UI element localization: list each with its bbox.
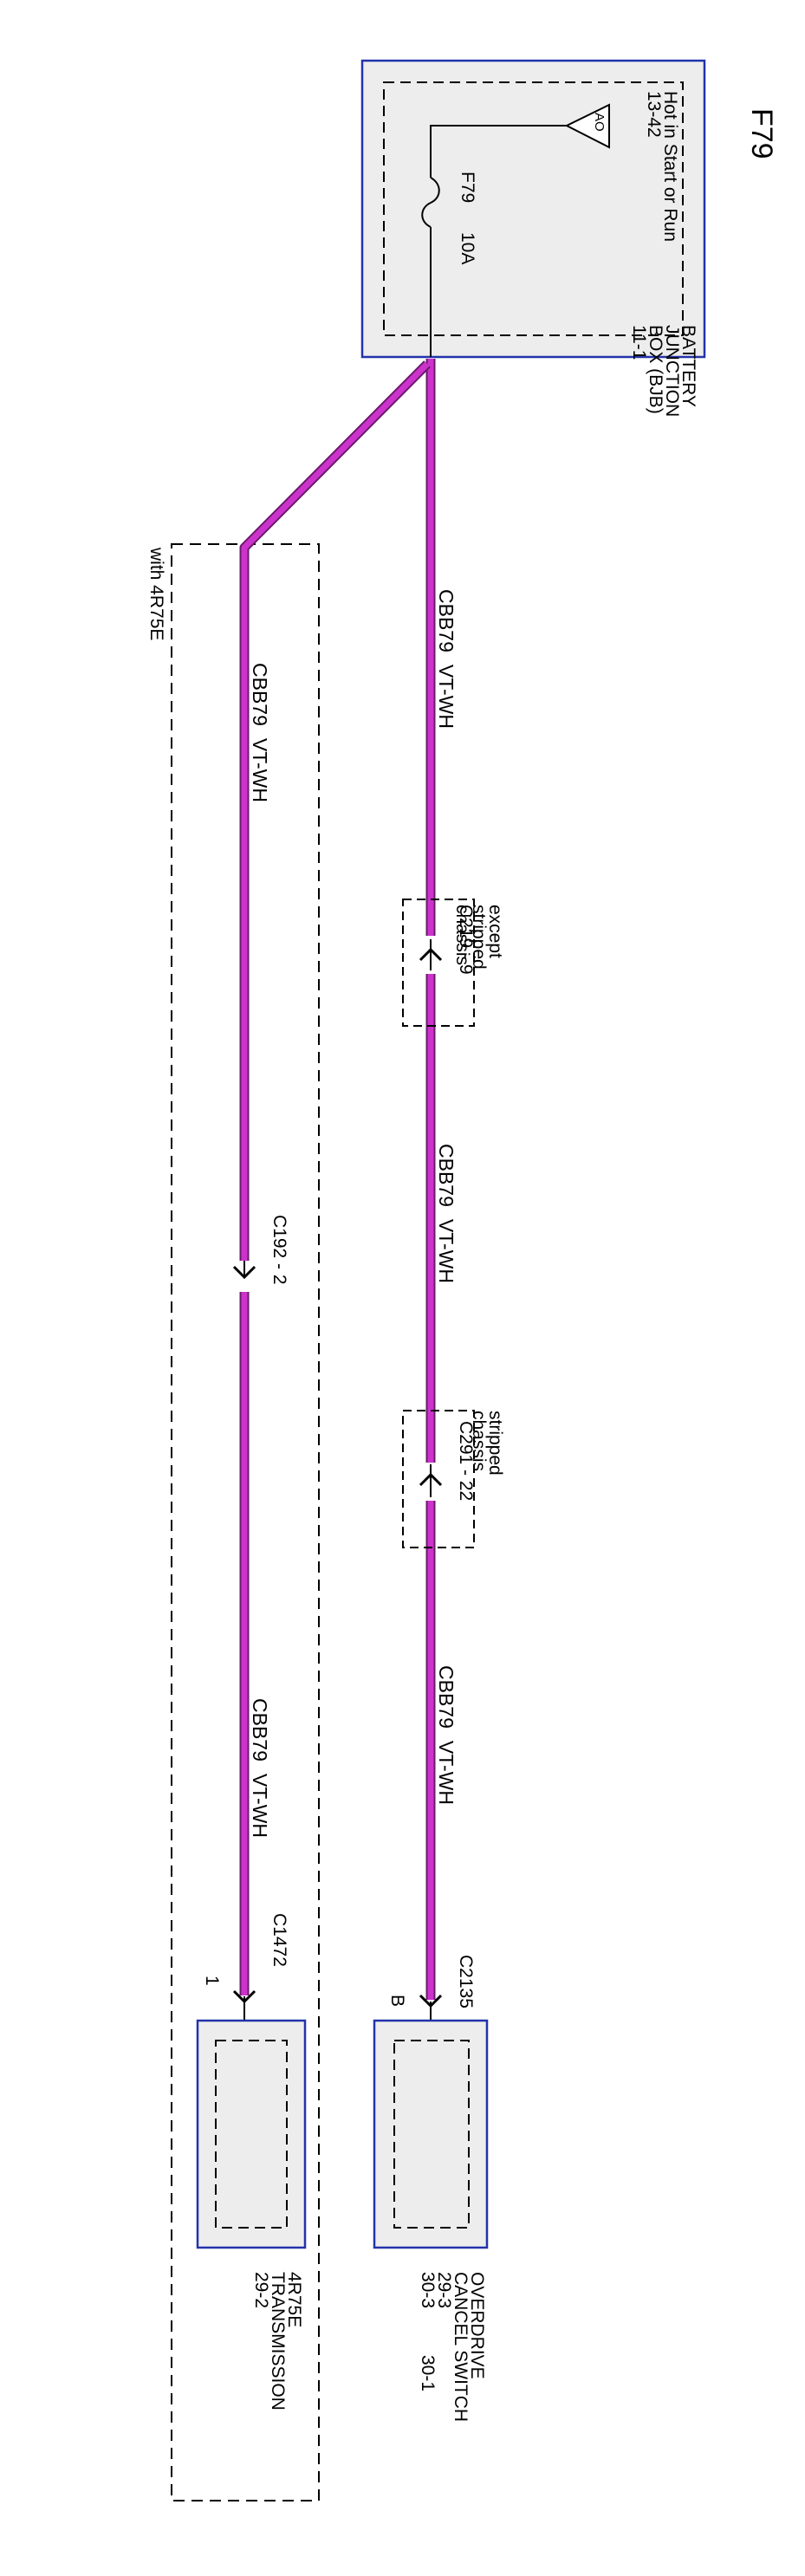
transmission-inner [215,2040,288,2229]
svg-text:except stripped ch: except stripped chassis [452,905,505,975]
wire-label-3: CBB79VT-WH [435,1665,458,1805]
overdrive-name: OVERDRIVE CANCEL SWITCH 29-3 30-3 [418,2272,487,2427]
svg-text:OVERDRIVE CANCEL SWITCH: OVERDRIVE CANCEL SWITCH 29-3 30-3 [418,2272,487,2427]
c2135-female-icon [419,1994,443,2008]
connector-c291 [402,1410,475,1548]
fuse-rating: 10A [458,232,477,264]
c1472-pin: 1 [202,1976,222,1986]
transmission [196,2019,307,2249]
svg-text:BATTERY JUNCTION B: BATTERY JUNCTION BOX (BJB) 11-1 [629,325,698,422]
c291-condition: stripped chassis [469,1411,505,1481]
overdrive-frame [373,2019,489,2249]
c291-label: C291 - 22 [456,1421,476,1501]
transmission-name: 4R75E TRANSMISSION 29-2 [251,2272,304,2416]
fuse-icon [421,177,440,228]
wire-branch [241,361,430,1995]
c291-condition-frame [402,1410,475,1548]
fuse-id: F79 [458,172,477,203]
svg-text:4R75E TRANSMISSION: 4R75E TRANSMISSION 29-2 [251,2272,304,2416]
connector-c192 [232,1261,256,1292]
overdrive-inner [393,2040,470,2229]
svg-text:stripped chassis: stripped chassis [469,1411,505,1481]
c219-condition-frame [402,899,475,1027]
c1472-female-icon [232,1989,256,2004]
wire-layer [239,359,436,2000]
connector-c2135 [419,1994,443,2021]
svg-text:Hot in Start or Run 13-4: Hot in Start or Run 13-42 [644,91,680,247]
overdrive-cancel-switch [373,2019,489,2249]
junction-box-inner [383,81,684,336]
wire-label-1: CBB79VT-WH [435,589,458,729]
transmission-frame [196,2019,307,2249]
wire-label-5: CBB79VT-WH [249,1698,271,1838]
ref-symbol: AO [592,113,607,132]
junction-box-frame [360,59,706,359]
connector-c219 [402,899,475,1027]
battery-junction-box [360,59,706,359]
ref-triangle-icon [564,103,610,149]
c219-condition: except stripped chassis [452,905,505,975]
overdrive-extra-ref: 30-1 [418,2355,438,2391]
hot-in-start-label: Hot in Start or Run 13-42 [644,91,680,247]
c1472-label: C1472 [269,1913,289,1967]
c219-label: C219 - 9 [456,905,476,975]
c192-label: C192 - 2 [269,1215,289,1285]
c2135-label: C2135 [456,1955,476,2008]
option-label: with 4R75E [146,547,166,640]
c192-female-icon [232,1265,256,1280]
power-bus [430,125,567,178]
wire-label-4: CBB79VT-WH [249,663,271,802]
junction-box-name: BATTERY JUNCTION BOX (BJB) 11-1 [629,325,698,422]
wire-label-2: CBB79VT-WH [435,1144,458,1283]
circuit-id: F79 [745,108,778,159]
c2135-pin: B [387,1995,407,2007]
connector-c1472 [232,1989,256,2021]
